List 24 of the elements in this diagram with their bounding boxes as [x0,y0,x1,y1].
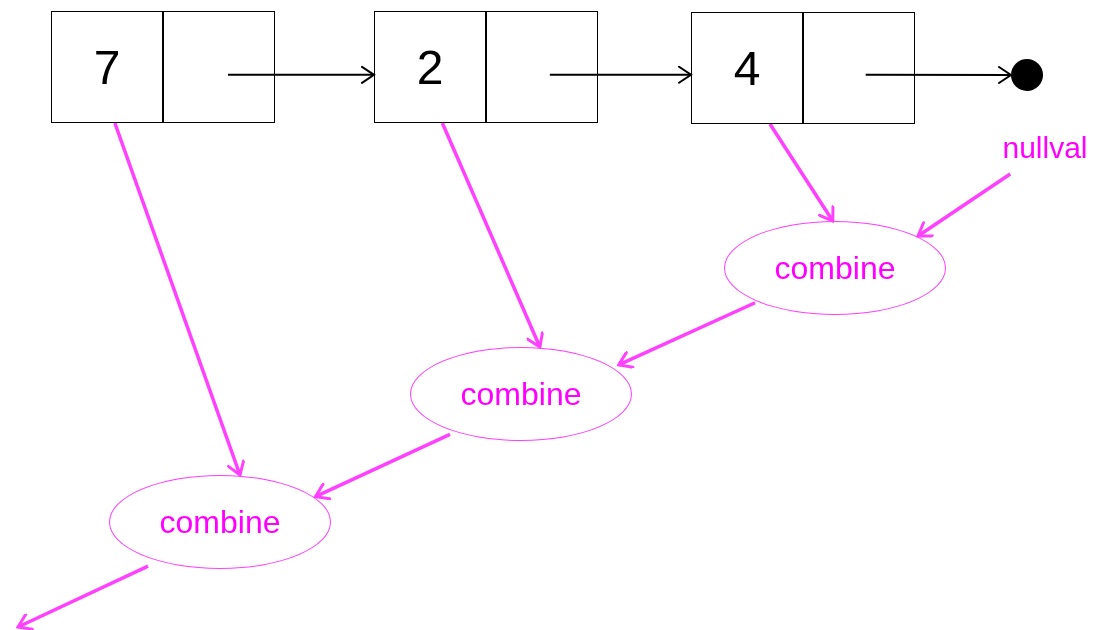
null-dot [1011,59,1043,91]
arrow [768,123,835,223]
pointer-cell [803,12,915,124]
arrow [313,432,451,501]
cell-value: 2 [416,39,444,95]
value-cell [374,11,486,123]
arrow [113,122,245,477]
arrow [617,301,756,369]
combine-label: combine [159,503,281,541]
arrow [916,172,1012,238]
combine-label: combine [460,375,582,413]
arrow [440,122,544,349]
pointer-cell [486,11,598,123]
cell-value: 7 [93,39,121,95]
arrow [16,564,149,630]
combine-label: combine [774,249,896,287]
pointer-cell [163,11,275,123]
value-cell [51,11,163,123]
arrow [864,66,1012,84]
value-cell [691,12,803,124]
null-value-label: nullval [1002,131,1088,165]
arrow [548,65,692,84]
cell-value: 4 [733,40,761,96]
arrow [226,65,375,84]
